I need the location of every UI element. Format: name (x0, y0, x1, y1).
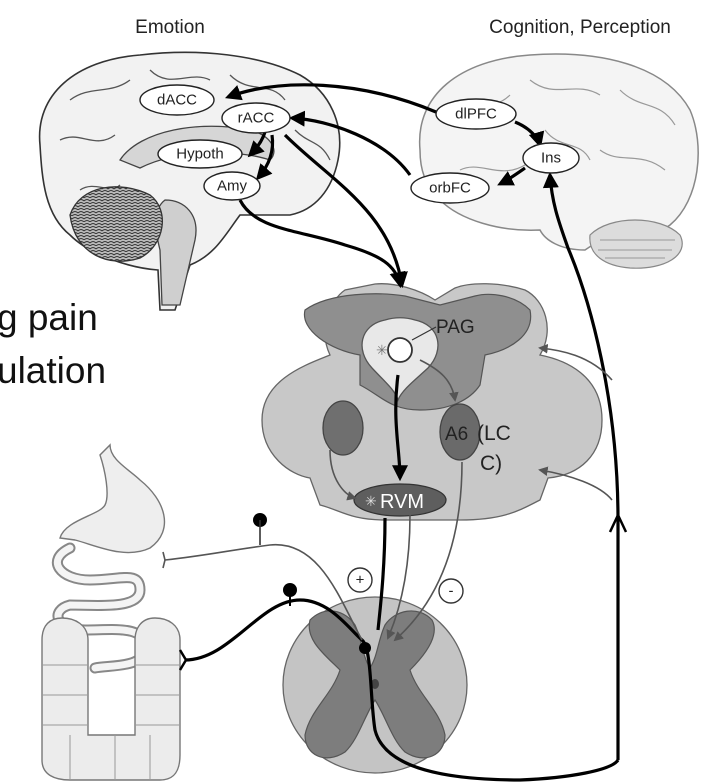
orbfc-label: orbFC (429, 180, 471, 197)
rvm-label: RVM (380, 491, 424, 513)
cognition-heading: Cognition, Perception (489, 17, 671, 38)
dlpfc-label: dlPFC (455, 106, 497, 123)
side-text-line1: g pain (0, 297, 98, 338)
left-nucleus (323, 401, 363, 455)
a6-label: A6 (445, 424, 468, 445)
midbrain-section: ✳ (262, 284, 602, 520)
large-intestine (42, 618, 180, 780)
node-ins: Ins (523, 143, 579, 173)
hypoth-label: Hypoth (176, 146, 224, 163)
node-amy: Amy (204, 172, 260, 200)
spinal-junction-dot (359, 642, 371, 654)
ins-label: Ins (541, 150, 561, 167)
side-text-line2: ulation (0, 350, 106, 391)
rvm-star-icon: ✳ (365, 493, 377, 509)
racc-label: rACC (238, 110, 275, 127)
minus-sign: - (439, 579, 463, 603)
dacc-label: dACC (157, 92, 197, 109)
node-hypoth: Hypoth (158, 140, 242, 168)
right-cerebellum (590, 220, 682, 268)
node-orbfc: orbFC (411, 173, 489, 203)
pag-label: PAG (436, 317, 475, 338)
lcc-label-line2: C) (480, 452, 502, 475)
pag-center (388, 338, 412, 362)
svg-text:-: - (449, 583, 454, 600)
lcc-label-line1: (LC (477, 422, 511, 445)
stomach (60, 445, 164, 553)
gut (42, 445, 180, 780)
node-racc: rACC (222, 103, 290, 133)
pag-star-icon: ✳ (376, 342, 388, 358)
spinal-cord (283, 597, 467, 773)
node-dacc: dACC (140, 85, 214, 115)
left-cerebellum (70, 187, 162, 261)
svg-text:+: + (356, 572, 365, 589)
plus-sign: + (348, 568, 372, 592)
amy-label: Amy (217, 178, 248, 195)
node-dlpfc: dlPFC (436, 99, 516, 129)
emotion-heading: Emotion (135, 17, 205, 38)
